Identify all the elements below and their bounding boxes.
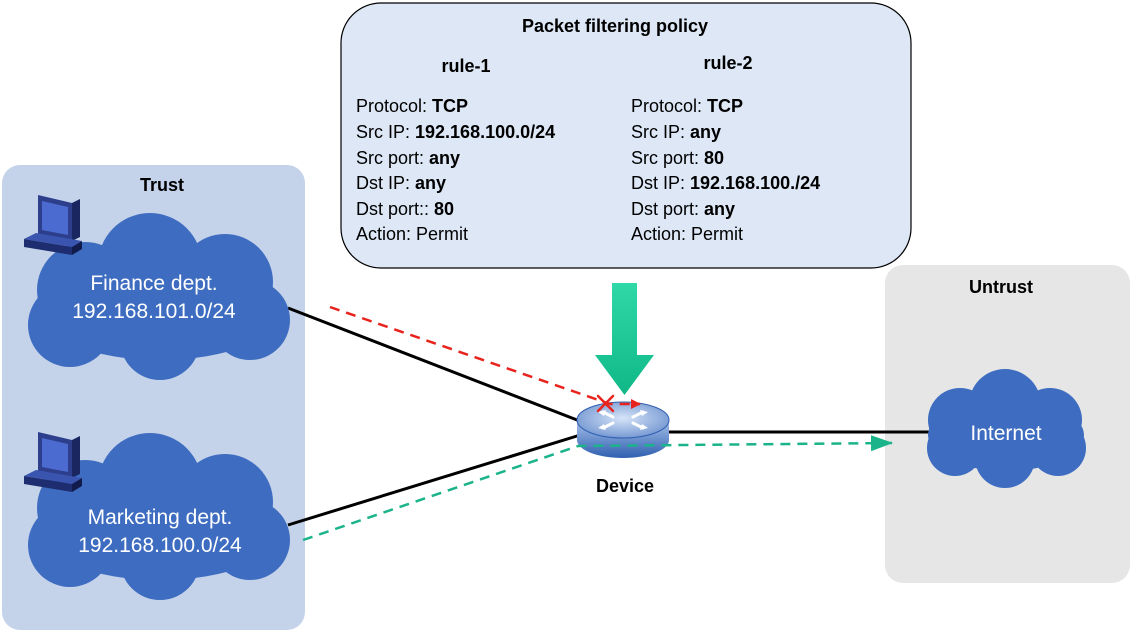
rule-2-dst-ip: Dst IP: 192.168.100./24 <box>631 173 820 193</box>
trust-zone-label: Trust <box>140 175 184 195</box>
rule-2-dst-port: Dst port: any <box>631 199 735 219</box>
permitted-flow-line <box>302 435 893 542</box>
blocked-x-icon <box>596 394 615 413</box>
marketing-cloud <box>28 433 290 600</box>
rule-1-dst-ip: Dst IP: any <box>356 173 446 193</box>
rule-2-src-port: Src port: 80 <box>631 148 724 168</box>
rule-2-name: rule-2 <box>703 53 752 73</box>
internet-cloud <box>927 369 1086 488</box>
pc-icon <box>24 195 82 255</box>
finance-link <box>287 306 591 427</box>
marketing-subnet: 192.168.100.0/24 <box>78 534 242 557</box>
policy-title: Packet filtering policy <box>522 16 708 36</box>
rule-2-src-ip: Src IP: any <box>631 122 721 142</box>
rule-2-action: Action: Permit <box>631 224 743 244</box>
policy-box <box>340 2 912 269</box>
rule-1-protocol: Protocol: TCP <box>356 96 468 116</box>
marketing-link <box>287 430 591 527</box>
rule-1-dst-port: Dst port:: 80 <box>356 199 454 219</box>
rule-1-action: Action: Permit <box>356 224 468 244</box>
marketing-name: Marketing dept. <box>88 506 233 529</box>
device-label: Device <box>596 476 654 496</box>
finance-subnet: 192.168.101.0/24 <box>72 300 236 323</box>
internet-label: Internet <box>970 422 1041 445</box>
blocked-flow-line <box>329 305 641 409</box>
rule-1-src-port: Src port: any <box>356 148 460 168</box>
rule-1-name: rule-1 <box>441 56 490 76</box>
policy-apply-arrow <box>595 283 654 395</box>
rule-2-protocol: Protocol: TCP <box>631 96 743 116</box>
rule-1-src-ip: Src IP: 192.168.100.0/24 <box>356 122 555 142</box>
finance-name: Finance dept. <box>90 272 217 295</box>
untrust-zone-label: Untrust <box>969 277 1033 297</box>
device-icon <box>576 401 670 458</box>
pc-icon <box>24 432 82 492</box>
finance-cloud <box>28 213 290 380</box>
